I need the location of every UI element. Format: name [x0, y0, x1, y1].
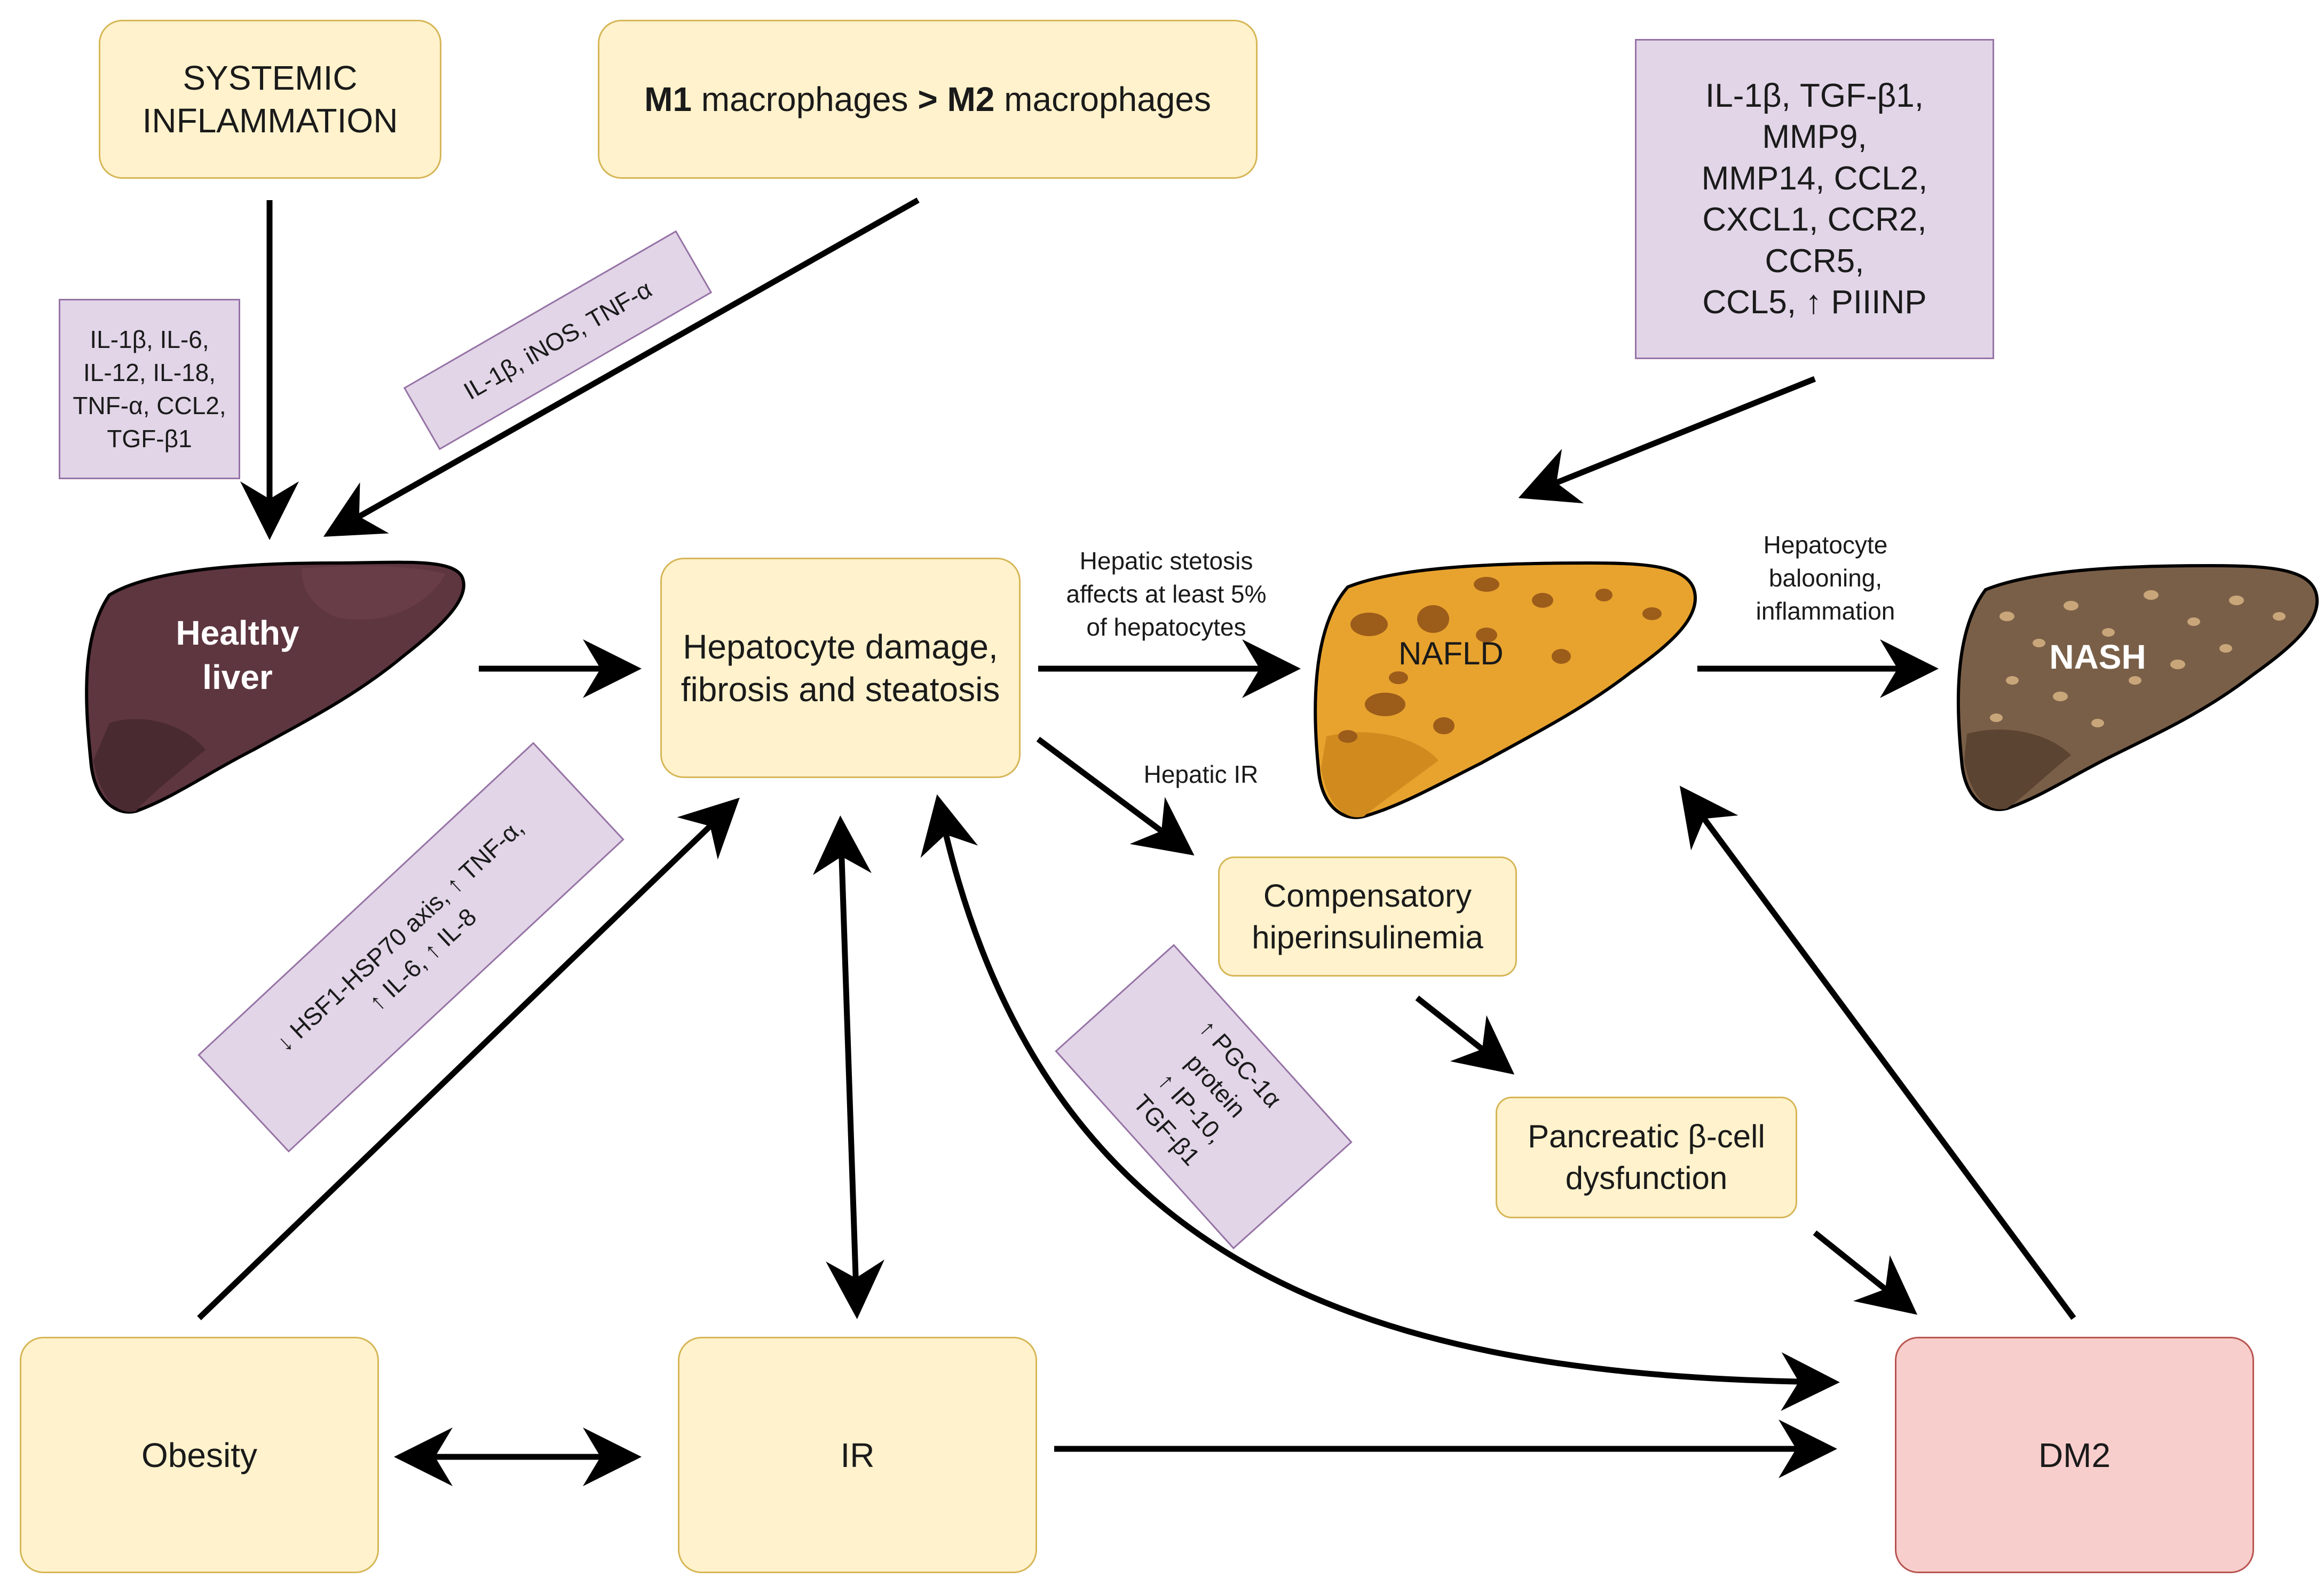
- steatosis-label: Hepatic stetosis affects at least 5% of …: [1066, 547, 1267, 641]
- dm2-box: DM2: [1895, 1337, 2254, 1573]
- nash-label: NASH: [2049, 638, 2146, 676]
- arrow-markers-to-nafld: [1518, 376, 1816, 504]
- cytokines-top-right-text: IL-1β, TGF-β1, MMP9, MMP14, CCL2, CXCL1,…: [1701, 77, 1928, 321]
- m2-label: M2: [947, 80, 995, 118]
- nafld-liver-image: [1314, 561, 1697, 819]
- arrow-hepatocyte-to-compensatory: [1036, 736, 1195, 856]
- nash-liver-image: [1956, 564, 2319, 811]
- hepatocyte-damage-text: Hepatocyte damage, fibrosis and steatosi…: [681, 627, 1000, 709]
- arrow-pancreatic-to-dm2: [1813, 1230, 1918, 1315]
- nafld-label: NAFLD: [1398, 636, 1504, 671]
- systemic-inflammation-text: SYSTEMIC INFLAMMATION: [142, 59, 398, 140]
- arrow-macrophages-to-liver: [323, 197, 920, 537]
- hepatic-ir-label: Hepatic IR: [1143, 760, 1259, 788]
- obesity-text: Obesity: [141, 1436, 257, 1474]
- arrow-dm2-hepatocyte-curve: [920, 794, 1840, 1411]
- arrow-obesity-to-hepatocyte: [197, 797, 740, 1320]
- cytokines-left-text: IL-1β, IL-6, IL-12, IL-18, TNF-α, CCL2, …: [73, 325, 226, 453]
- cytokines-left-box: IL-1β, IL-6, IL-12, IL-18, TNF-α, CCL2, …: [59, 299, 240, 479]
- cytokines-top-right-box: IL-1β, TGF-β1, MMP9, MMP14, CCL2, CXCL1,…: [1635, 39, 1994, 359]
- macrophages-word-2: macrophages: [994, 80, 1211, 118]
- ir-text: IR: [840, 1436, 875, 1474]
- hepatocyte-damage-box: Hepatocyte damage, fibrosis and steatosi…: [660, 558, 1021, 778]
- ir-box: IR: [678, 1337, 1037, 1573]
- pancreatic-text: Pancreatic β-cell dysfunction: [1528, 1119, 1765, 1196]
- greater-than: >: [918, 80, 938, 118]
- obesity-box: Obesity: [20, 1337, 379, 1573]
- macrophages-word-1: macrophages: [691, 80, 918, 118]
- macrophages-box: M1 macrophages > M2 macrophages: [598, 20, 1258, 179]
- arrow-compensatory-to-pancreatic: [1415, 995, 1515, 1075]
- healthy-liver-label: Healthy liver: [176, 614, 299, 697]
- compensatory-text: Compensatory hiperinsulinemia: [1252, 877, 1483, 955]
- compensatory-box: Compensatory hiperinsulinemia: [1218, 857, 1517, 977]
- m1-label: M1: [644, 80, 692, 118]
- arrow-hepatocyte-ir: [812, 815, 885, 1319]
- systemic-inflammation-box: SYSTEMIC INFLAMMATION: [99, 20, 441, 179]
- arrow-dm2-to-nafld: [1679, 786, 2076, 1320]
- healthy-liver-image: [85, 560, 465, 814]
- macrophages-text: M1 macrophages > M2 macrophages: [644, 78, 1211, 121]
- pancreatic-box: Pancreatic β-cell dysfunction: [1496, 1097, 1797, 1218]
- dm2-text: DM2: [2038, 1436, 2111, 1474]
- ballooning-label: Hepatocyte balooning, inflammation: [1756, 531, 1895, 625]
